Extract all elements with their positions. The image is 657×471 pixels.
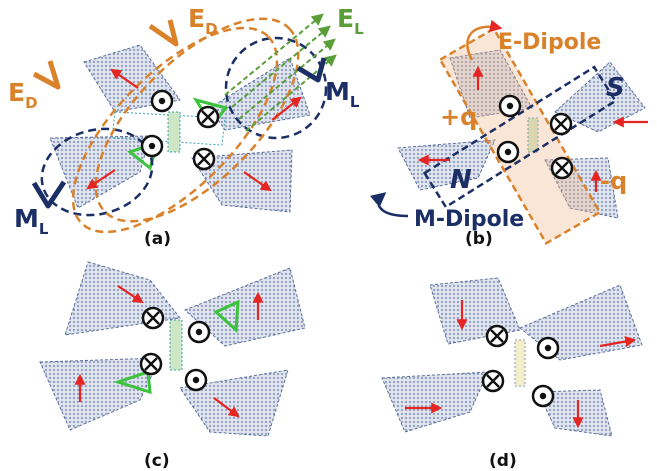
e-dipole-pointer [466,19,503,61]
el-label: EL [337,4,364,38]
dot-symbol [184,368,208,392]
m-dipole-pointer [369,192,409,218]
e-dipole-box [438,26,602,246]
wave-arrow [231,25,331,108]
red-arrow [599,336,637,348]
panel-d [381,277,643,437]
magnetic-loop-right [224,36,328,140]
quadrant-shape [184,267,306,347]
caption-d: (d) [489,451,517,471]
m-dipole-label: M-Dipole [414,207,524,232]
north-label: N [450,165,472,195]
ml-right-icon [296,57,327,83]
quadrant-shape [49,135,151,209]
caption-c: (c) [144,451,170,471]
field-arrows [86,68,302,192]
center-bridge [169,319,183,371]
panel-d-structure [381,277,643,437]
minus-q-label: -q [600,167,627,195]
panel-c-structure [39,261,306,437]
quadrant-shape [381,371,489,433]
magnetic-loop-left [40,127,154,217]
electric-loop-ring-2 [94,17,300,223]
wave-arrow [238,38,336,120]
ed-left-icon [32,60,61,90]
red-arrow [213,397,240,418]
ed-top-icon [148,19,179,47]
ml-left-icon [31,180,67,209]
ed-left-label: ED [8,78,38,112]
current-loop [213,299,240,334]
ml-right-label: ML [325,77,360,111]
plus-q-label: +q [440,103,477,131]
cross-symbol [549,112,573,136]
field-arrows [417,65,648,192]
quadrant-shape [209,57,311,131]
cross-symbol [192,147,216,171]
red-arrow [243,171,272,192]
red-arrow [86,169,116,190]
quadrant-shape [397,139,496,191]
cross-symbol [141,306,165,330]
panel-a: ED ED EL ML ML [8,4,364,238]
dot-symbol [140,134,164,158]
cross-symbol [481,369,505,393]
field-arrows [74,285,264,418]
center-bridge [514,339,526,387]
cross-symbol [139,352,163,376]
m-dipole-box [422,65,618,209]
cross-symbol [485,324,509,348]
red-arrow [110,68,139,89]
quadrant-shape [191,149,293,213]
dot-symbol [496,140,520,164]
cross-symbol [196,105,220,129]
quadrant-shape [537,389,613,437]
field-arrows [405,300,637,429]
current-loop [113,369,152,395]
dot-symbol [536,336,560,360]
dot-symbol [498,94,522,118]
quadrant-shape [554,61,646,133]
quadrant-shape [64,261,181,336]
center-bridge [167,111,181,153]
electric-loop-ring-1 [71,26,279,234]
cross-symbol [550,156,574,180]
dot-symbol [150,89,174,113]
south-label: S [606,73,625,103]
dot-symbol [187,320,211,344]
quadrant-shape [179,369,289,437]
ed-top-label: ED [188,4,218,38]
red-arrow [117,285,144,304]
red-arrow [271,96,302,121]
wave-arrow [224,13,324,96]
caption-b: (b) [465,229,493,249]
quadrant-shape [39,357,161,431]
caption-a: (a) [144,229,172,249]
e-dipole-label: E-Dipole [498,30,601,55]
current-loops [113,299,240,395]
ml-left-label: ML [14,204,49,238]
panel-b: E-Dipole M-Dipole +q -q N S [369,19,648,246]
dot-symbol [531,384,555,408]
panel-c [39,261,306,437]
